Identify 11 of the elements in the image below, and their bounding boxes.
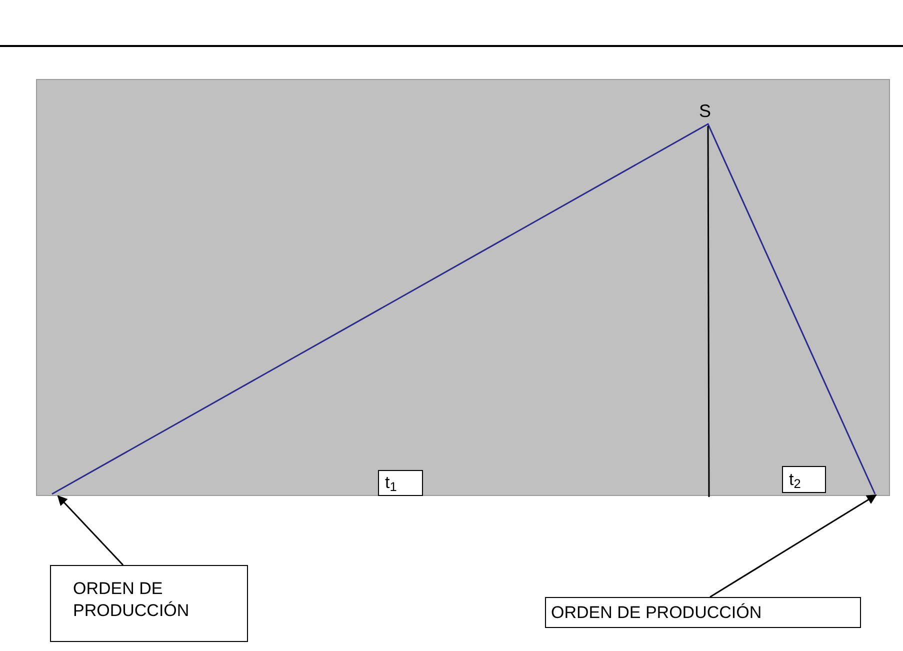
point-label: S: [699, 101, 712, 121]
callout-text: ORDEN DE PRODUCCIÓN: [73, 579, 190, 620]
callout-box: [545, 597, 861, 628]
leader-arrow: [710, 494, 877, 598]
callout-text: ORDEN DE PRODUCCIÓN: [551, 603, 762, 622]
time-label: t$_{2}$: [789, 470, 801, 489]
time-label: t$_{1}$: [385, 473, 397, 492]
time-label-box: [782, 466, 826, 493]
time-label-box: [378, 470, 423, 496]
leader-arrow: [57, 495, 124, 566]
callout-box: [50, 565, 248, 642]
